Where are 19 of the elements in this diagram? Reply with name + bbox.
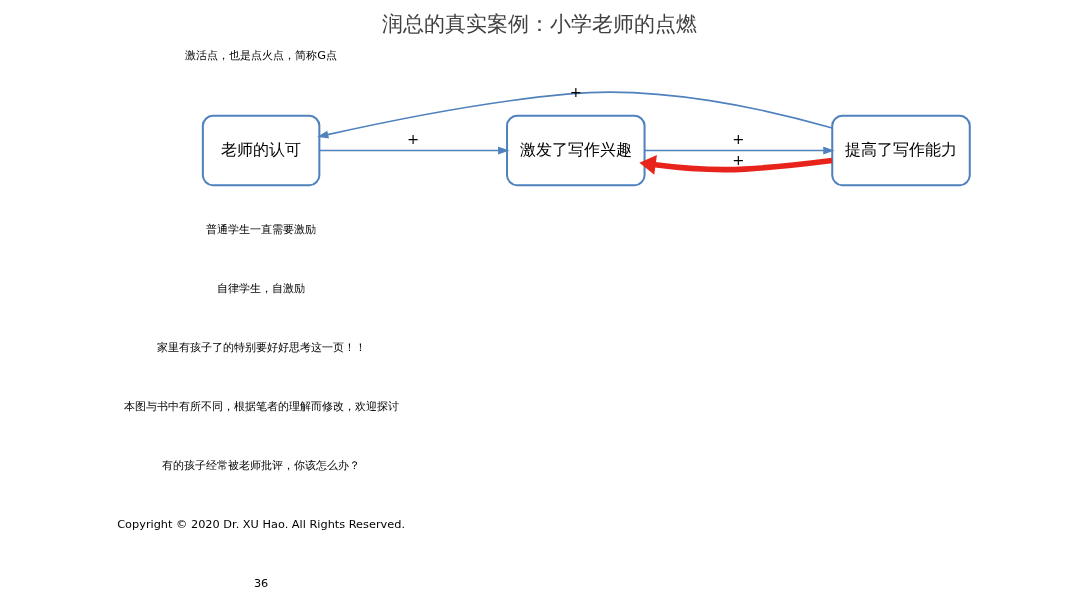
- edge-label: +: [732, 150, 745, 168]
- node-box: 老师的认可: [201, 114, 321, 187]
- arrow: [318, 146, 510, 155]
- label: 本图与书中有所不同，根据笔者的理解而修改，欢迎探讨: [123, 398, 399, 413]
- label: 普通学生一直需要激励: [206, 221, 317, 236]
- arrow: [317, 91, 833, 139]
- diagram-title: 润总的真实案例：小学老师的点燃: [382, 11, 698, 37]
- label: Copyright © 2020 Dr. XU Hao. All Rights Reserved.: [117, 517, 406, 532]
- arrow: [639, 154, 833, 175]
- label: 家里有孩子了的特别要好好思考这一页！！: [156, 339, 366, 354]
- label: 自律学生，自激励: [217, 280, 306, 295]
- node-box: 提高了写作能力: [831, 114, 971, 187]
- label: 有的孩子经常被老师批评，你该怎么办？: [162, 457, 361, 472]
- label: 激活点，也是点火点，简称G点: [185, 47, 337, 62]
- label: 36: [253, 576, 269, 591]
- edge-label: +: [732, 129, 745, 147]
- edge-label: +: [407, 129, 420, 147]
- node-box: 激发了写作兴趣: [506, 114, 646, 187]
- arrow: [643, 146, 835, 155]
